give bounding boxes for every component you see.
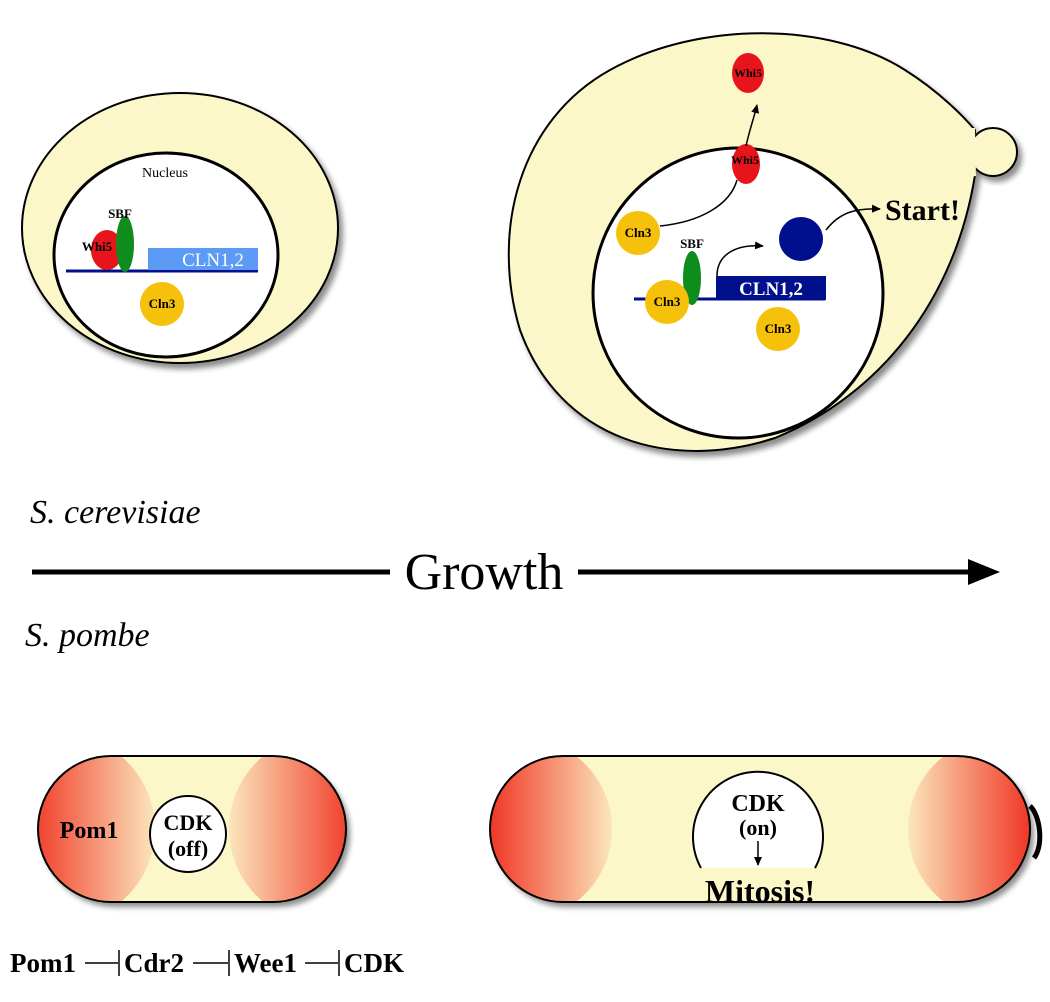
pathway-cdk: CDK — [344, 948, 404, 978]
large-cell-cln-gene — [716, 276, 826, 300]
cln3-to-whi5-arrow — [659, 179, 738, 227]
small-cell-cln3 — [140, 282, 184, 326]
whi5-exported-label: Whi5 — [734, 66, 762, 80]
start-label: Start! — [885, 194, 960, 227]
large-cell-cln-gene-label: CLN1,2 — [739, 279, 803, 300]
large-pombe-nucleus — [692, 770, 824, 869]
cdk-on-state: (on) — [739, 815, 777, 840]
small-cell-sbf-label: SBF — [108, 206, 132, 221]
start-arrow — [825, 204, 881, 231]
bud-neck-fill — [962, 128, 976, 178]
growth-label: Growth — [405, 544, 564, 601]
small-pombe-outline — [37, 755, 347, 903]
small-cell-whi5 — [91, 230, 123, 270]
whi5-exported — [732, 53, 764, 93]
pathway-pom1: Pom1 — [10, 948, 76, 978]
large-cell-sbf — [683, 251, 701, 305]
small-fission-yeast-cell: Pom1 CDK (off) — [37, 755, 347, 903]
large-pombe-outline — [489, 755, 1031, 903]
small-budding-yeast-cell: Nucleus CLN1,2 SBF Whi5 Cln3 — [21, 92, 339, 364]
cln3-free — [756, 307, 800, 351]
small-cell-cln-gene-label: CLN1,2 — [182, 250, 244, 271]
cln12-protein — [779, 217, 823, 261]
large-budding-yeast-cell: Whi5 Whi5 Cln3 CLN1,2 SBF Cln3 Cln3 Star… — [507, 32, 1018, 452]
pom1-gradient-right — [229, 756, 346, 902]
pom1-label: Pom1 — [60, 818, 119, 844]
cln3-free-label: Cln3 — [765, 321, 792, 336]
small-cell-sbf — [116, 216, 134, 272]
cerevisiae-species-label: S. cerevisiae — [30, 494, 201, 531]
pom1-gradient-large-left — [490, 756, 612, 902]
cln3-top — [616, 211, 660, 255]
pathway-cdr2: Cdr2 — [124, 948, 184, 978]
nucleus-label: Nucleus — [142, 166, 188, 181]
septum-mark — [1028, 804, 1043, 860]
transcription-arrow — [716, 241, 764, 277]
cdk-off-state: (off) — [168, 836, 208, 861]
growth-arrow-head — [968, 559, 1000, 585]
mitosis-label: Mitosis! — [705, 873, 815, 909]
small-pombe-nucleus — [149, 795, 227, 873]
inhibition-pathway: Pom1 Cdr2 Wee1 CDK — [10, 948, 404, 978]
pom1-gradient-left — [38, 756, 155, 902]
cln3-bound — [645, 280, 689, 324]
small-cell-cln-gene — [148, 248, 258, 270]
small-cell-cln3-label: Cln3 — [149, 296, 176, 311]
bud — [968, 127, 1018, 177]
cln3-top-label: Cln3 — [625, 225, 652, 240]
whi5-nuclear-label: Whi5 — [731, 153, 759, 167]
growth-arrow: Growth — [32, 544, 1000, 601]
whi5-export-arrow — [745, 104, 760, 147]
whi5-nuclear — [732, 144, 760, 184]
cdk-on-label: CDK — [731, 791, 785, 817]
large-fission-yeast-cell: CDK (on) Mitosis! — [489, 755, 1043, 909]
large-cell-sbf-label: SBF — [680, 236, 704, 251]
cdk-off-label: CDK — [164, 810, 213, 835]
cln3-bound-label: Cln3 — [654, 294, 681, 309]
pathway-wee1: Wee1 — [234, 948, 297, 978]
pombe-species-label: S. pombe — [25, 617, 150, 654]
pom1-gradient-large-right — [908, 756, 1030, 902]
small-cell-whi5-label: Whi5 — [82, 239, 113, 254]
